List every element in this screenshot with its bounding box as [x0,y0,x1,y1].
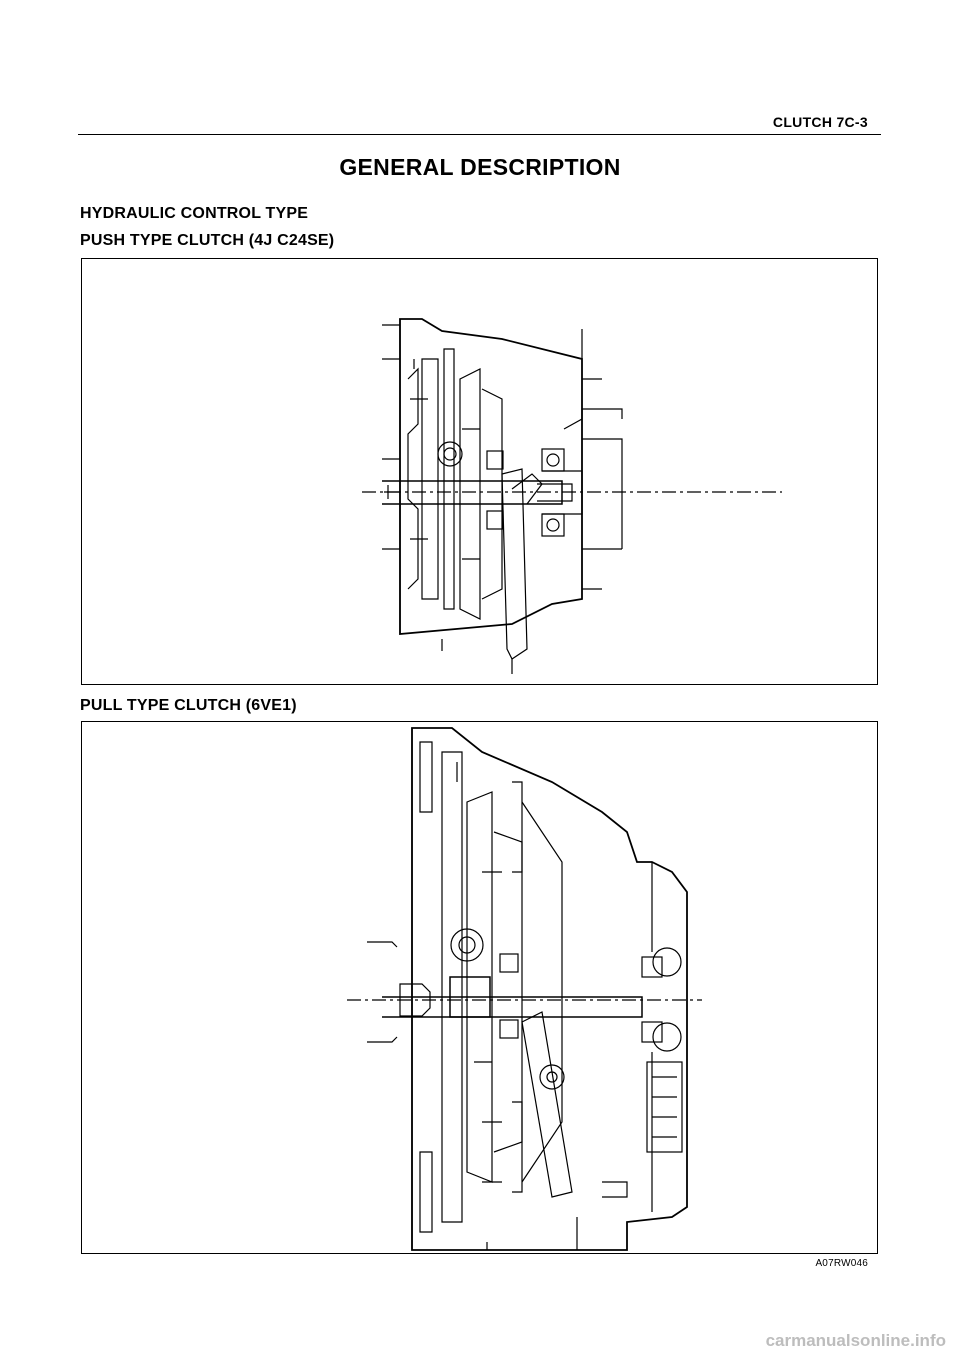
page-title: GENERAL DESCRIPTION [339,154,621,180]
push-clutch-diagram [362,318,782,674]
figure-code: A07RW046 [815,1258,868,1269]
section-heading-hydraulic: HYDRAULIC CONTROL TYPE [80,205,309,222]
section-heading-push-clutch: PUSH TYPE CLUTCH (4J C24SE) [80,232,335,249]
section-heading-pull-clutch: PULL TYPE CLUTCH (6VE1) [80,697,297,714]
push-clutch-diagram-frame [81,258,878,685]
page-header-title: CLUTCH 7C-3 [772,114,868,130]
pull-clutch-diagram [347,727,702,1251]
header-rule [78,134,881,135]
pull-clutch-diagram-frame [81,721,878,1254]
watermark: carmanualsonline.info [765,1331,946,1350]
